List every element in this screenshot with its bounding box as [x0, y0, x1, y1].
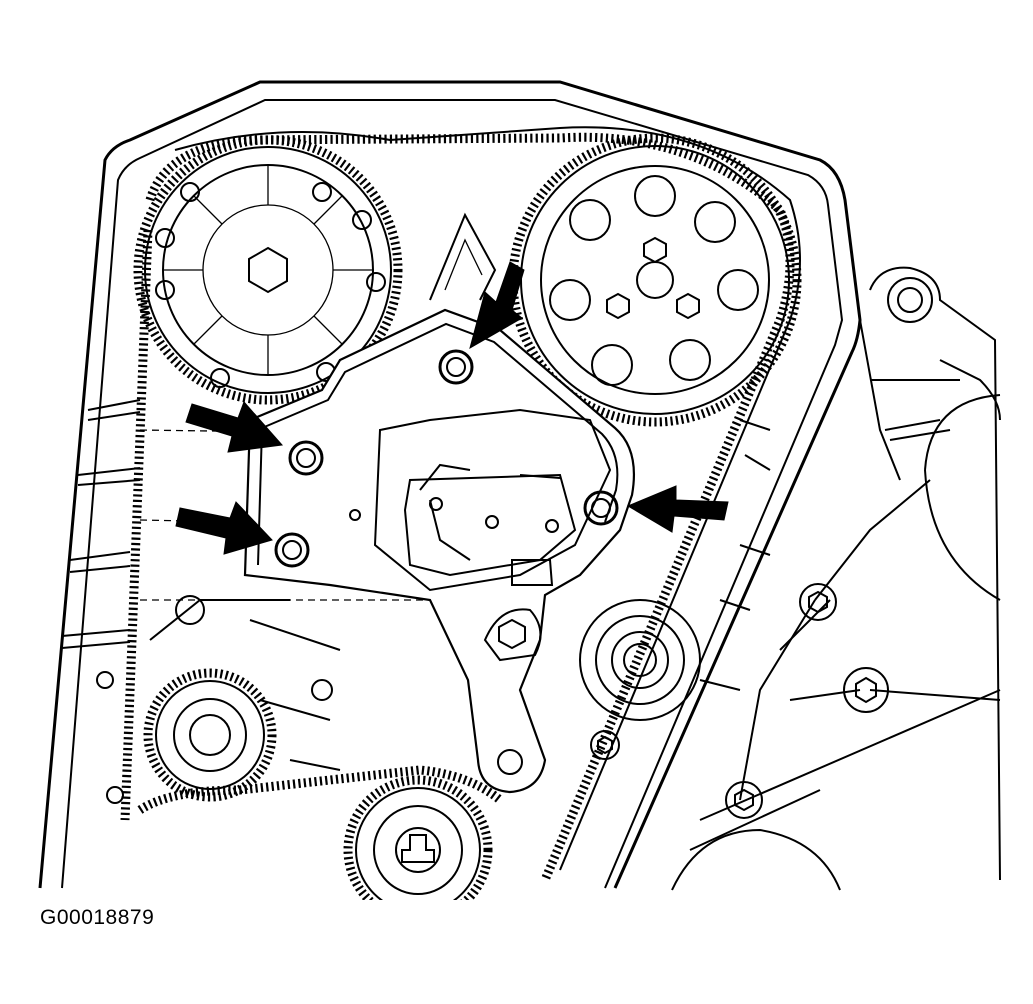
engine-timing-diagram	[38, 80, 1001, 900]
engine-mount-bracket	[243, 308, 636, 794]
right-camshaft-pulley	[508, 133, 802, 427]
lower-left-sprocket	[96, 595, 341, 804]
timing-cover-outline	[38, 80, 862, 889]
arrow-right-bolt	[626, 485, 729, 533]
arrow-upper-left-bolt	[185, 401, 283, 453]
arrow-lower-left-bolt	[175, 501, 273, 555]
left-camshaft-pulley	[133, 135, 403, 405]
arrow-top-bolt	[469, 261, 525, 350]
crankshaft-sprocket	[343, 775, 493, 900]
figure-id-label: G00018879	[40, 906, 155, 929]
engine-block	[671, 266, 1001, 891]
callout-arrows	[175, 261, 729, 555]
mount-bolts	[274, 349, 619, 568]
idler-pulley	[579, 599, 701, 760]
cover-web	[429, 212, 497, 301]
